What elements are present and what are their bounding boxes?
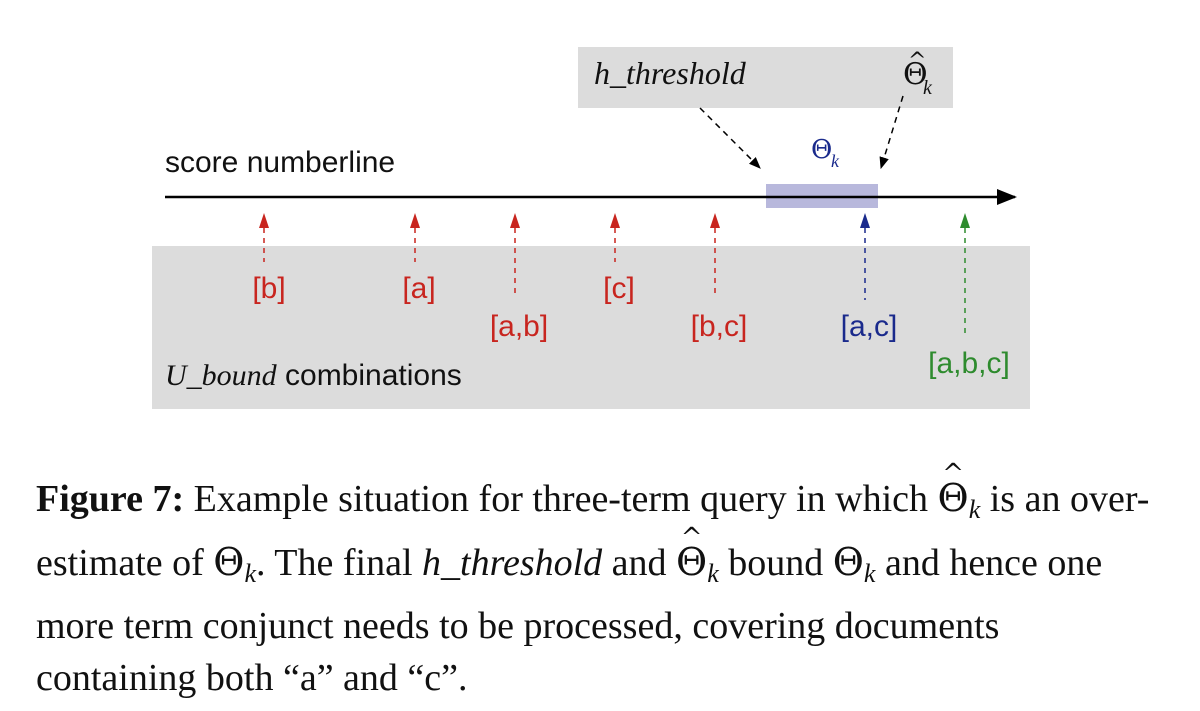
caption-sub-4: k [863, 559, 876, 588]
theta-hat-label: Θ [903, 57, 928, 92]
caption-theta-2: Θ [832, 540, 864, 584]
marker-a-b-head [510, 213, 520, 228]
h-threshold-pointer [699, 107, 761, 169]
numberline-label: score numberline [165, 146, 395, 179]
theta-hat-pointer [879, 95, 904, 170]
caption-theta-1: Θ [213, 540, 245, 584]
marker-a-label: [a] [402, 272, 435, 305]
combination-markers: [b] [a] [a,b] [c] [b,c] [a,c] [252, 213, 1010, 380]
u-bound-italic: U_bound [165, 359, 278, 392]
threshold-box [578, 47, 953, 108]
caption-theta-hat-1: Θ [938, 472, 969, 524]
marker-a-head [410, 213, 420, 228]
marker-a-c: [a,c] [841, 213, 898, 343]
marker-c-head [610, 213, 620, 228]
marker-a-b-label: [a,b] [490, 310, 548, 343]
marker-b-label: [b] [252, 272, 285, 305]
caption-text-4: and [602, 542, 677, 584]
u-bound-panel [152, 246, 1030, 409]
theta-hat-subscript: k [923, 77, 933, 99]
caption-text-1: Example situation for three-term query i… [184, 478, 938, 520]
marker-a-b-c-label: [a,b,c] [928, 347, 1010, 380]
h-threshold-label: h_threshold [594, 55, 747, 91]
u-bound-rest: combinations [277, 359, 462, 392]
caption-sub-2: k [244, 559, 256, 588]
marker-b-head [259, 213, 269, 228]
caption-sub-1: k [968, 495, 981, 524]
marker-c-label: [c] [603, 272, 635, 305]
marker-b-c: [b,c] [691, 213, 748, 343]
theta-k-subscript: k [831, 151, 840, 171]
caption-text-2: is an over-estimate of [36, 478, 1150, 584]
theta-hat-hat: ^ [908, 49, 926, 74]
marker-a-b: [a,b] [490, 213, 548, 343]
theta-k-label: Θ [811, 135, 832, 165]
marker-b-c-label: [b,c] [691, 310, 748, 343]
marker-a-b-c: [a,b,c] [928, 213, 1010, 380]
marker-b: [b] [252, 213, 286, 305]
caption-label: Figure 7: [36, 478, 185, 520]
marker-c: [c] [603, 213, 635, 305]
caption-text-5: bound [718, 542, 833, 584]
caption-text-6: and hence one more term conjunct needs t… [36, 542, 1103, 699]
figure-caption: Figure 7: Example situation for three-te… [36, 472, 1166, 704]
caption-text-3: . The final [255, 542, 423, 584]
marker-a-c-label: [a,c] [841, 310, 898, 343]
figure-diagram: h_threshold Θ ^ k Θ k score numberline U… [152, 47, 1030, 409]
marker-a-b-c-head [960, 213, 970, 228]
caption-sub-3: k [707, 559, 719, 588]
u-bound-label: U_bound combinations [165, 359, 462, 392]
marker-a: [a] [402, 213, 436, 305]
marker-a-c-head [860, 213, 870, 228]
caption-h-threshold: h_threshold [422, 542, 603, 584]
marker-b-c-head [710, 213, 720, 228]
caption-theta-hat-2: Θ [676, 536, 707, 588]
